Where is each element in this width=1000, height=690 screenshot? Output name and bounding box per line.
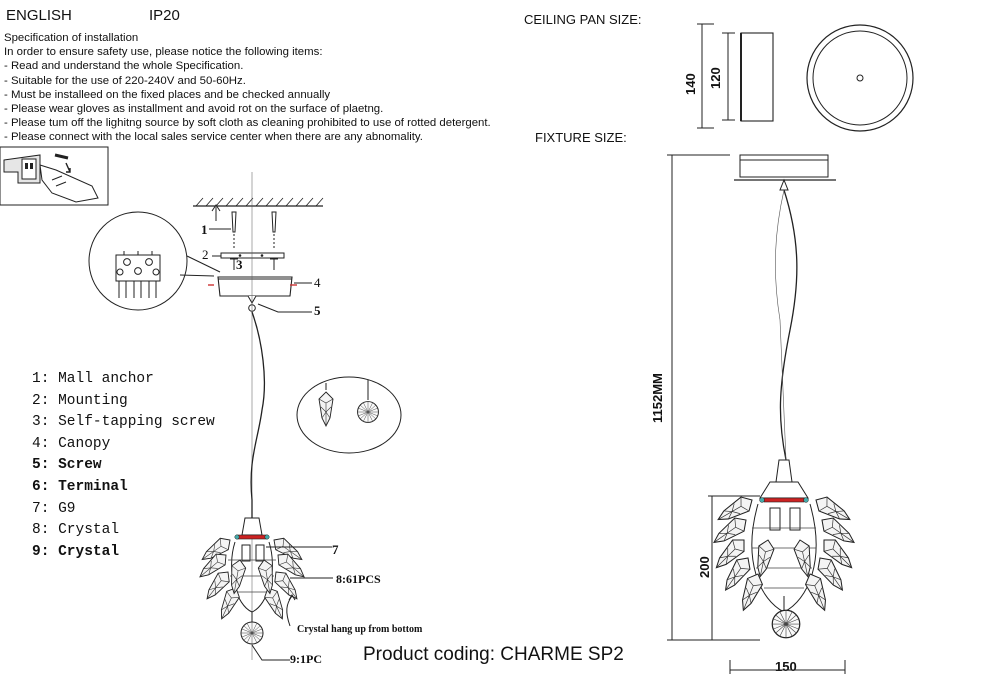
spec-block: Specification of installation In order t… [4,31,491,145]
callout-4: 4 [314,275,321,290]
legend-item: 7: G9 [32,500,76,517]
legend-item: 5: Screw [32,457,102,474]
callout-7: 7 [332,542,339,557]
crystal-detail [296,376,402,454]
spec-item: - Suitable for the use of 220-240V and 5… [4,74,246,87]
ip-rating: IP20 [149,7,180,24]
pendant-left [195,517,333,661]
spec-item: - Must be installeed on the fixed places… [4,88,331,101]
fixture-drawing [667,154,860,674]
ceiling-pan-label: CEILING PAN SIZE: [524,12,642,27]
terminal-detail [88,211,221,311]
crystal-hang-note: Crystal hang up from bottom [297,624,423,635]
callout-3: 3 [236,257,243,272]
callout-8: 8:61PCS [336,572,381,586]
callout-1: 1 [201,222,208,237]
product-coding: Product coding: CHARME SP2 [363,644,624,665]
legend-item: 9: Crystal [32,543,120,560]
parts-legend: 1: Mall anchor 2: Mounting 3: Self-tappi… [32,369,215,563]
legend-item: 6: Terminal [32,478,128,495]
callout-9: 9:1PC [290,652,322,666]
ceiling-pan-views [697,23,914,132]
language-label: ENGLISH [6,7,72,24]
spec-item: - Please tum off the lighitng source by … [4,117,491,130]
spec-item: - Please wear gloves as installment and … [4,103,384,116]
spec-intro: In order to ensure safety use, please no… [4,46,323,59]
spec-title: Specification of installation [4,32,139,44]
legend-item: 4: Canopy [32,435,111,452]
callout-2: 2 [202,247,209,262]
power-cord [250,311,266,518]
spec-item: - Please connect with the local sales se… [4,131,423,144]
fixture-size-label: FIXTURE SIZE: [535,130,627,145]
legend-item: 2: Mounting [32,392,128,409]
callout-5: 5 [314,303,321,318]
legend-item: 3: Self-tapping screw [32,414,215,431]
switch-off-icon [0,146,109,206]
legend-item: 8: Crystal [32,522,120,539]
spec-item: - Read and understand the whole Specific… [4,60,244,73]
ceiling-mount-assembly [193,172,324,660]
legend-item: 1: Mall anchor [32,371,154,387]
